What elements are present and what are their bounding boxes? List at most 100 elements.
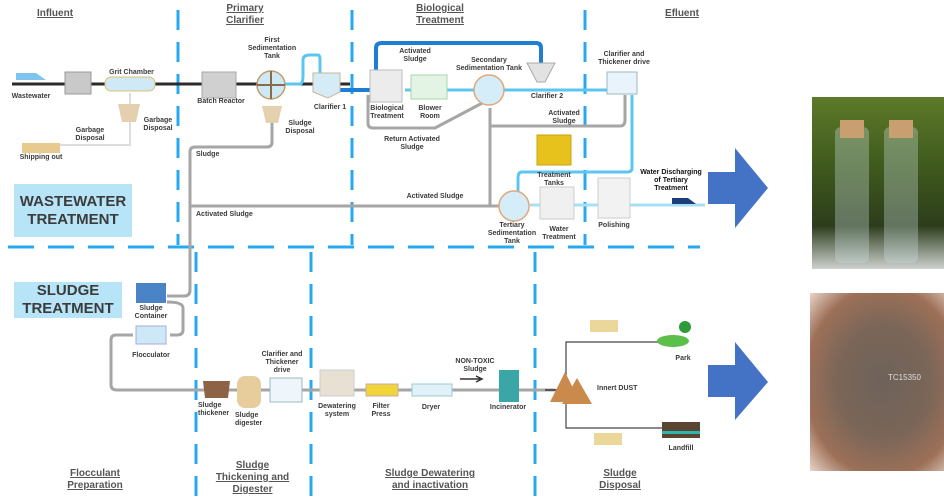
activated-sludge-right-pipe — [490, 95, 627, 128]
label-secondary-sedimentation-tank: Secondary Sedimentation Tank — [456, 57, 522, 72]
treatment-tanks-icon — [536, 134, 572, 166]
label-grit-chamber: Grit Chamber — [109, 69, 154, 76]
header-primary-clarifier: Primary Clarifier — [226, 3, 264, 26]
header-biological-treatment: Biological Treatment — [416, 3, 464, 26]
label-filter-press: Filter Press — [371, 403, 391, 418]
truck-to-park-icon — [590, 320, 618, 332]
flocculator-main-pipe — [109, 333, 555, 392]
secondary-sedimentation-tank-icon — [473, 74, 505, 106]
label-sludge-digester: Sludge digester — [235, 412, 263, 427]
sludge-thickener-icon — [203, 381, 230, 398]
label-return-activated-sludge: Return Activated Sludge — [384, 136, 440, 151]
park-tree-icon — [679, 321, 691, 333]
park-icon — [657, 335, 689, 347]
inert-dust-pile-icon — [550, 372, 592, 404]
clarifier-thickener-top-icon — [606, 71, 638, 95]
landfill-icon — [662, 422, 700, 438]
pipe-to-clarifier-1 — [285, 53, 322, 86]
header-influent: Influent — [36, 8, 74, 19]
cork-right — [889, 120, 913, 138]
label-clarifier-thickener-top: Clarifier and Thickener drive — [598, 51, 650, 66]
equipment — [16, 62, 700, 445]
label-blower-room: Blower Room — [418, 105, 442, 120]
bar-screen-icon — [64, 71, 92, 95]
branch-to-park — [565, 341, 667, 378]
label-clarifier-2: Clarifier 2 — [530, 93, 564, 100]
label-batch-reactor: Batch Reactor — [197, 98, 245, 105]
header-efluent: Efluent — [665, 8, 699, 19]
label-dryer: Dryer — [421, 404, 441, 411]
big-arrow-sludge-icon — [708, 342, 768, 420]
clarifier-1-icon — [312, 72, 341, 99]
truck-icon — [22, 143, 60, 153]
label-park: Park — [675, 355, 691, 362]
label-sludge-container: Sludge Container — [134, 305, 168, 320]
dried-sludge-photo: TC15350 — [810, 293, 944, 471]
label-sludge-disposal: Sludge Disposal — [285, 120, 315, 135]
discharge-arrow-icon — [672, 198, 696, 204]
incinerator-icon — [499, 370, 519, 402]
label-garbage-disposal-2: Garbage Disposal — [75, 127, 105, 142]
sludge-main-pipe — [167, 118, 274, 298]
label-activated-sludge-mid: Activated Sludge — [406, 193, 464, 200]
landfill-layer-icon — [662, 431, 700, 434]
label-treatment-tanks: Treatment Tanks — [537, 172, 571, 187]
blower-room-icon — [410, 74, 448, 100]
sludge-disposal-icon — [262, 106, 282, 123]
label-tertiary-sedimentation-tank: Tertiary Sedimentation Tank — [487, 222, 537, 245]
label-landfill: Landfill — [668, 445, 694, 452]
biological-treatment-icon — [369, 69, 403, 103]
clarifier-thickener-bottom-icon — [269, 377, 303, 403]
sludge-treatment-box: SLUDGE TREATMENT — [14, 282, 122, 318]
label-sludge-thickener: Sludge thickener — [198, 402, 230, 417]
label-biological-treatment: Biological Treatment — [370, 105, 404, 120]
header-sludge-disposal: Sludge Disposal — [599, 468, 641, 491]
label-wastewater: Wastewater — [11, 93, 51, 100]
return-activated-sludge-pipe — [366, 95, 489, 130]
grit-chamber-icon — [104, 76, 156, 92]
label-garbage-disposal-1: Garbage Disposal — [143, 117, 173, 132]
filter-press-icon — [365, 383, 399, 397]
label-clarifier-thickener-bottom: Clarifier and Thickener drive — [261, 351, 303, 374]
header-sludge-dewatering: Sludge Dewatering and inactivation — [384, 468, 475, 491]
garbage-disposal-icon — [118, 104, 140, 122]
label-shipping-out: Shipping out — [19, 154, 63, 161]
label-incinerator: Incinerator — [489, 404, 527, 411]
sludge-digester-icon — [237, 376, 261, 408]
activated-sludge-top-pipe — [374, 41, 543, 72]
label-activated-sludge-right: Activated Sludge — [548, 110, 580, 125]
dewatering-system-icon — [319, 369, 355, 397]
polishing-icon — [597, 177, 631, 219]
disposal-branches — [565, 341, 667, 429]
label-water-treatment: Water Treatment — [542, 226, 576, 241]
batch-reactor-icon — [201, 71, 237, 99]
label-flocculator: Flocculator — [132, 352, 170, 359]
water-treatment-icon — [539, 186, 575, 220]
header-sludge-thickening: Sludge Thickening and Digester — [215, 460, 290, 495]
label-activated-sludge-top: Activated Sludge — [399, 48, 431, 63]
label-water-discharging: Water Discharging of Tertiary Treatment — [640, 169, 702, 192]
label-innert-dust: Innert DUST — [597, 385, 638, 392]
clean-water-photo — [812, 97, 944, 269]
truck-to-landfill-icon — [594, 433, 622, 445]
clarifier-2-icon — [526, 62, 556, 83]
tertiary-sedimentation-tank-icon — [498, 190, 530, 222]
pipe-to-tertiary — [516, 95, 634, 195]
big-arrow-water-icon — [708, 148, 768, 228]
dryer-icon — [411, 383, 453, 397]
label-sludge: Sludge — [196, 151, 220, 158]
tank-arm-icon — [257, 71, 285, 99]
label-polishing: Polishing — [598, 222, 630, 229]
sludge-container-icon — [136, 283, 166, 303]
label-clarifier-1: Clarifier 1 — [313, 104, 347, 111]
flocculator-icon — [135, 325, 167, 345]
branch-to-landfill — [565, 396, 662, 429]
cork-left — [840, 120, 864, 138]
container-to-flocculator-pipe — [166, 300, 185, 337]
label-activated-sludge-left: Activated Sludge — [196, 211, 253, 218]
label-dewatering-system: Dewatering system — [318, 403, 356, 418]
flow-arrow-icon — [16, 73, 46, 80]
label-first-sedimentation-tank: First Sedimentation Tank — [247, 37, 297, 60]
